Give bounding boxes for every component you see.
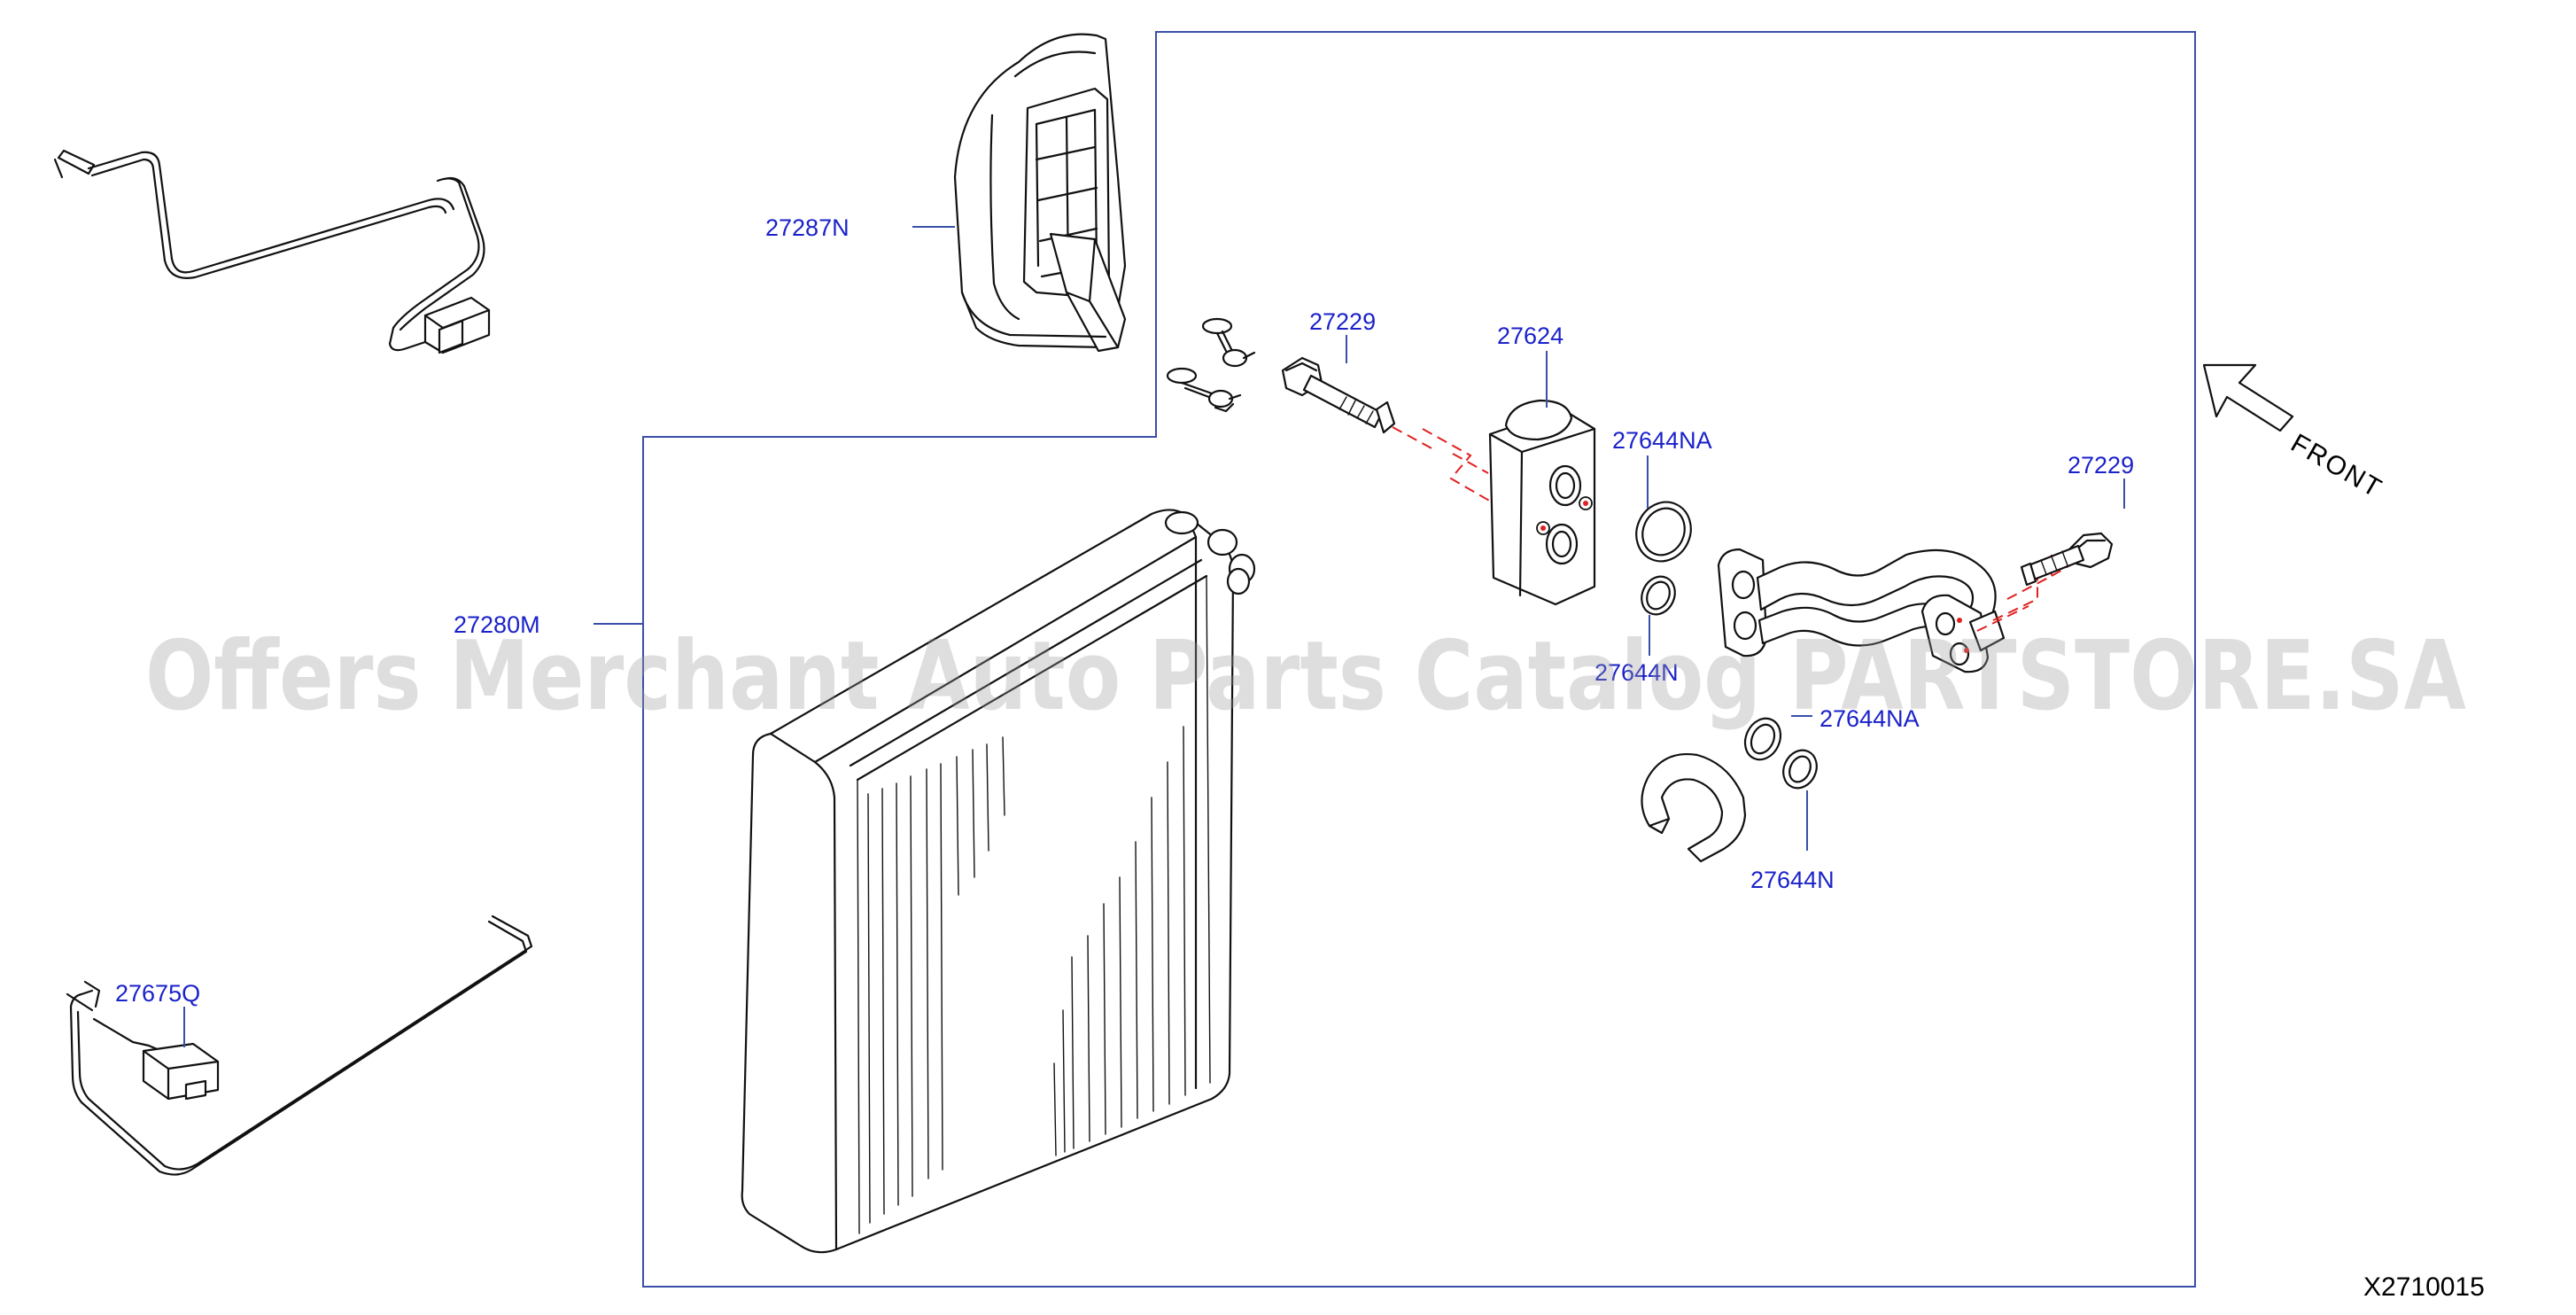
evaporator-core [741, 509, 1256, 1254]
wire-sensor-lower [66, 914, 533, 1176]
front-label: FRONT [2286, 428, 2388, 503]
o-ring-small-upper [1641, 575, 1676, 616]
diagram-reference-code: X2710015 [2363, 1272, 2485, 1302]
wire-sensor-upper [53, 149, 491, 354]
refrigerant-pipe [1717, 548, 2006, 673]
o-ring-lower-a [1743, 717, 1782, 761]
bolt-right [2020, 532, 2114, 587]
watermark: Offers Merchant Auto Parts Catalog PARTS… [145, 621, 2466, 732]
retaining-clip [1641, 753, 1747, 863]
part-label-27229-right[interactable]: 27229 [2068, 452, 2134, 479]
part-label-27229-top[interactable]: 27229 [1309, 308, 1376, 335]
part-label-27624[interactable]: 27624 [1497, 323, 1563, 349]
o-ring-lower-b [1782, 749, 1818, 790]
alignment-guide-upper [1392, 426, 1498, 506]
part-label-27644NA-lower[interactable]: 27644NA [1819, 705, 1920, 732]
assembly-frame [642, 31, 2196, 1288]
front-arrow-icon [2202, 363, 2294, 432]
leader-lines [183, 226, 2125, 1047]
bolt-upper [1281, 356, 1396, 434]
o-ring-large-upper [1635, 501, 1692, 563]
clip-fasteners [1166, 317, 1256, 413]
part-label-27675Q[interactable]: 27675Q [115, 980, 200, 1007]
part-label-27287N[interactable]: 27287N [765, 214, 850, 241]
part-label-27644N-lower[interactable]: 27644N [1750, 867, 1835, 893]
part-label-27644NA-top[interactable]: 27644NA [1612, 427, 1712, 454]
expansion-valve [1488, 399, 1596, 606]
part-label-27280M[interactable]: 27280M [454, 611, 540, 638]
evaporator-cover [953, 33, 1127, 353]
part-label-27644N-mid[interactable]: 27644N [1594, 659, 1679, 686]
